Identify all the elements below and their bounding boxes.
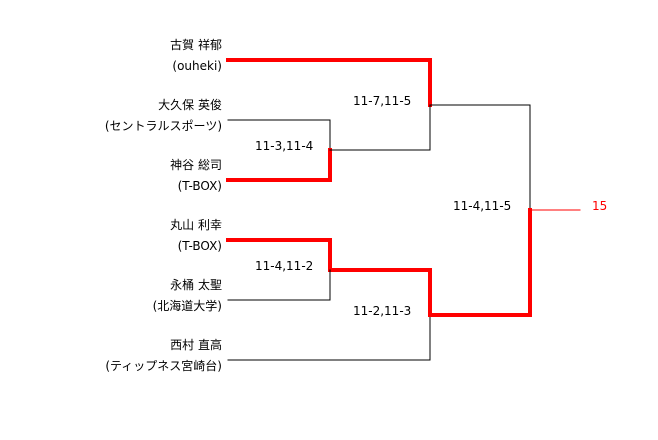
line-p1 bbox=[226, 58, 432, 107]
player-2: 大久保 英俊(セントラルスポーツ) bbox=[104, 98, 222, 133]
player-3: 神谷 総司(T-BOX) bbox=[170, 158, 222, 193]
score-sf2: 11-2,11-3 bbox=[353, 304, 412, 318]
line-r1a-out bbox=[329, 104, 431, 151]
player-5: 永桶 太聖(北海道大学) bbox=[152, 278, 222, 313]
line-sf2-out bbox=[428, 208, 532, 317]
player-4: 丸山 利幸(T-BOX) bbox=[170, 218, 222, 253]
score-r1a: 11-3,11-4 bbox=[255, 139, 314, 153]
line-p2 bbox=[227, 119, 331, 151]
score-final: 11-4,11-5 bbox=[453, 199, 512, 213]
player-1: 古賀 祥郁(ouheki) bbox=[170, 38, 222, 73]
line-p5 bbox=[227, 269, 331, 301]
winner-label: 15 bbox=[592, 199, 608, 213]
score-r1b: 11-4,11-2 bbox=[255, 259, 314, 273]
line-sf1-out bbox=[429, 104, 531, 211]
line-p6 bbox=[227, 314, 431, 361]
score-sf1: 11-7,11-5 bbox=[353, 94, 412, 108]
player-6: 西村 直高(ティップネス宮崎台) bbox=[105, 338, 222, 373]
line-p3 bbox=[226, 148, 332, 182]
